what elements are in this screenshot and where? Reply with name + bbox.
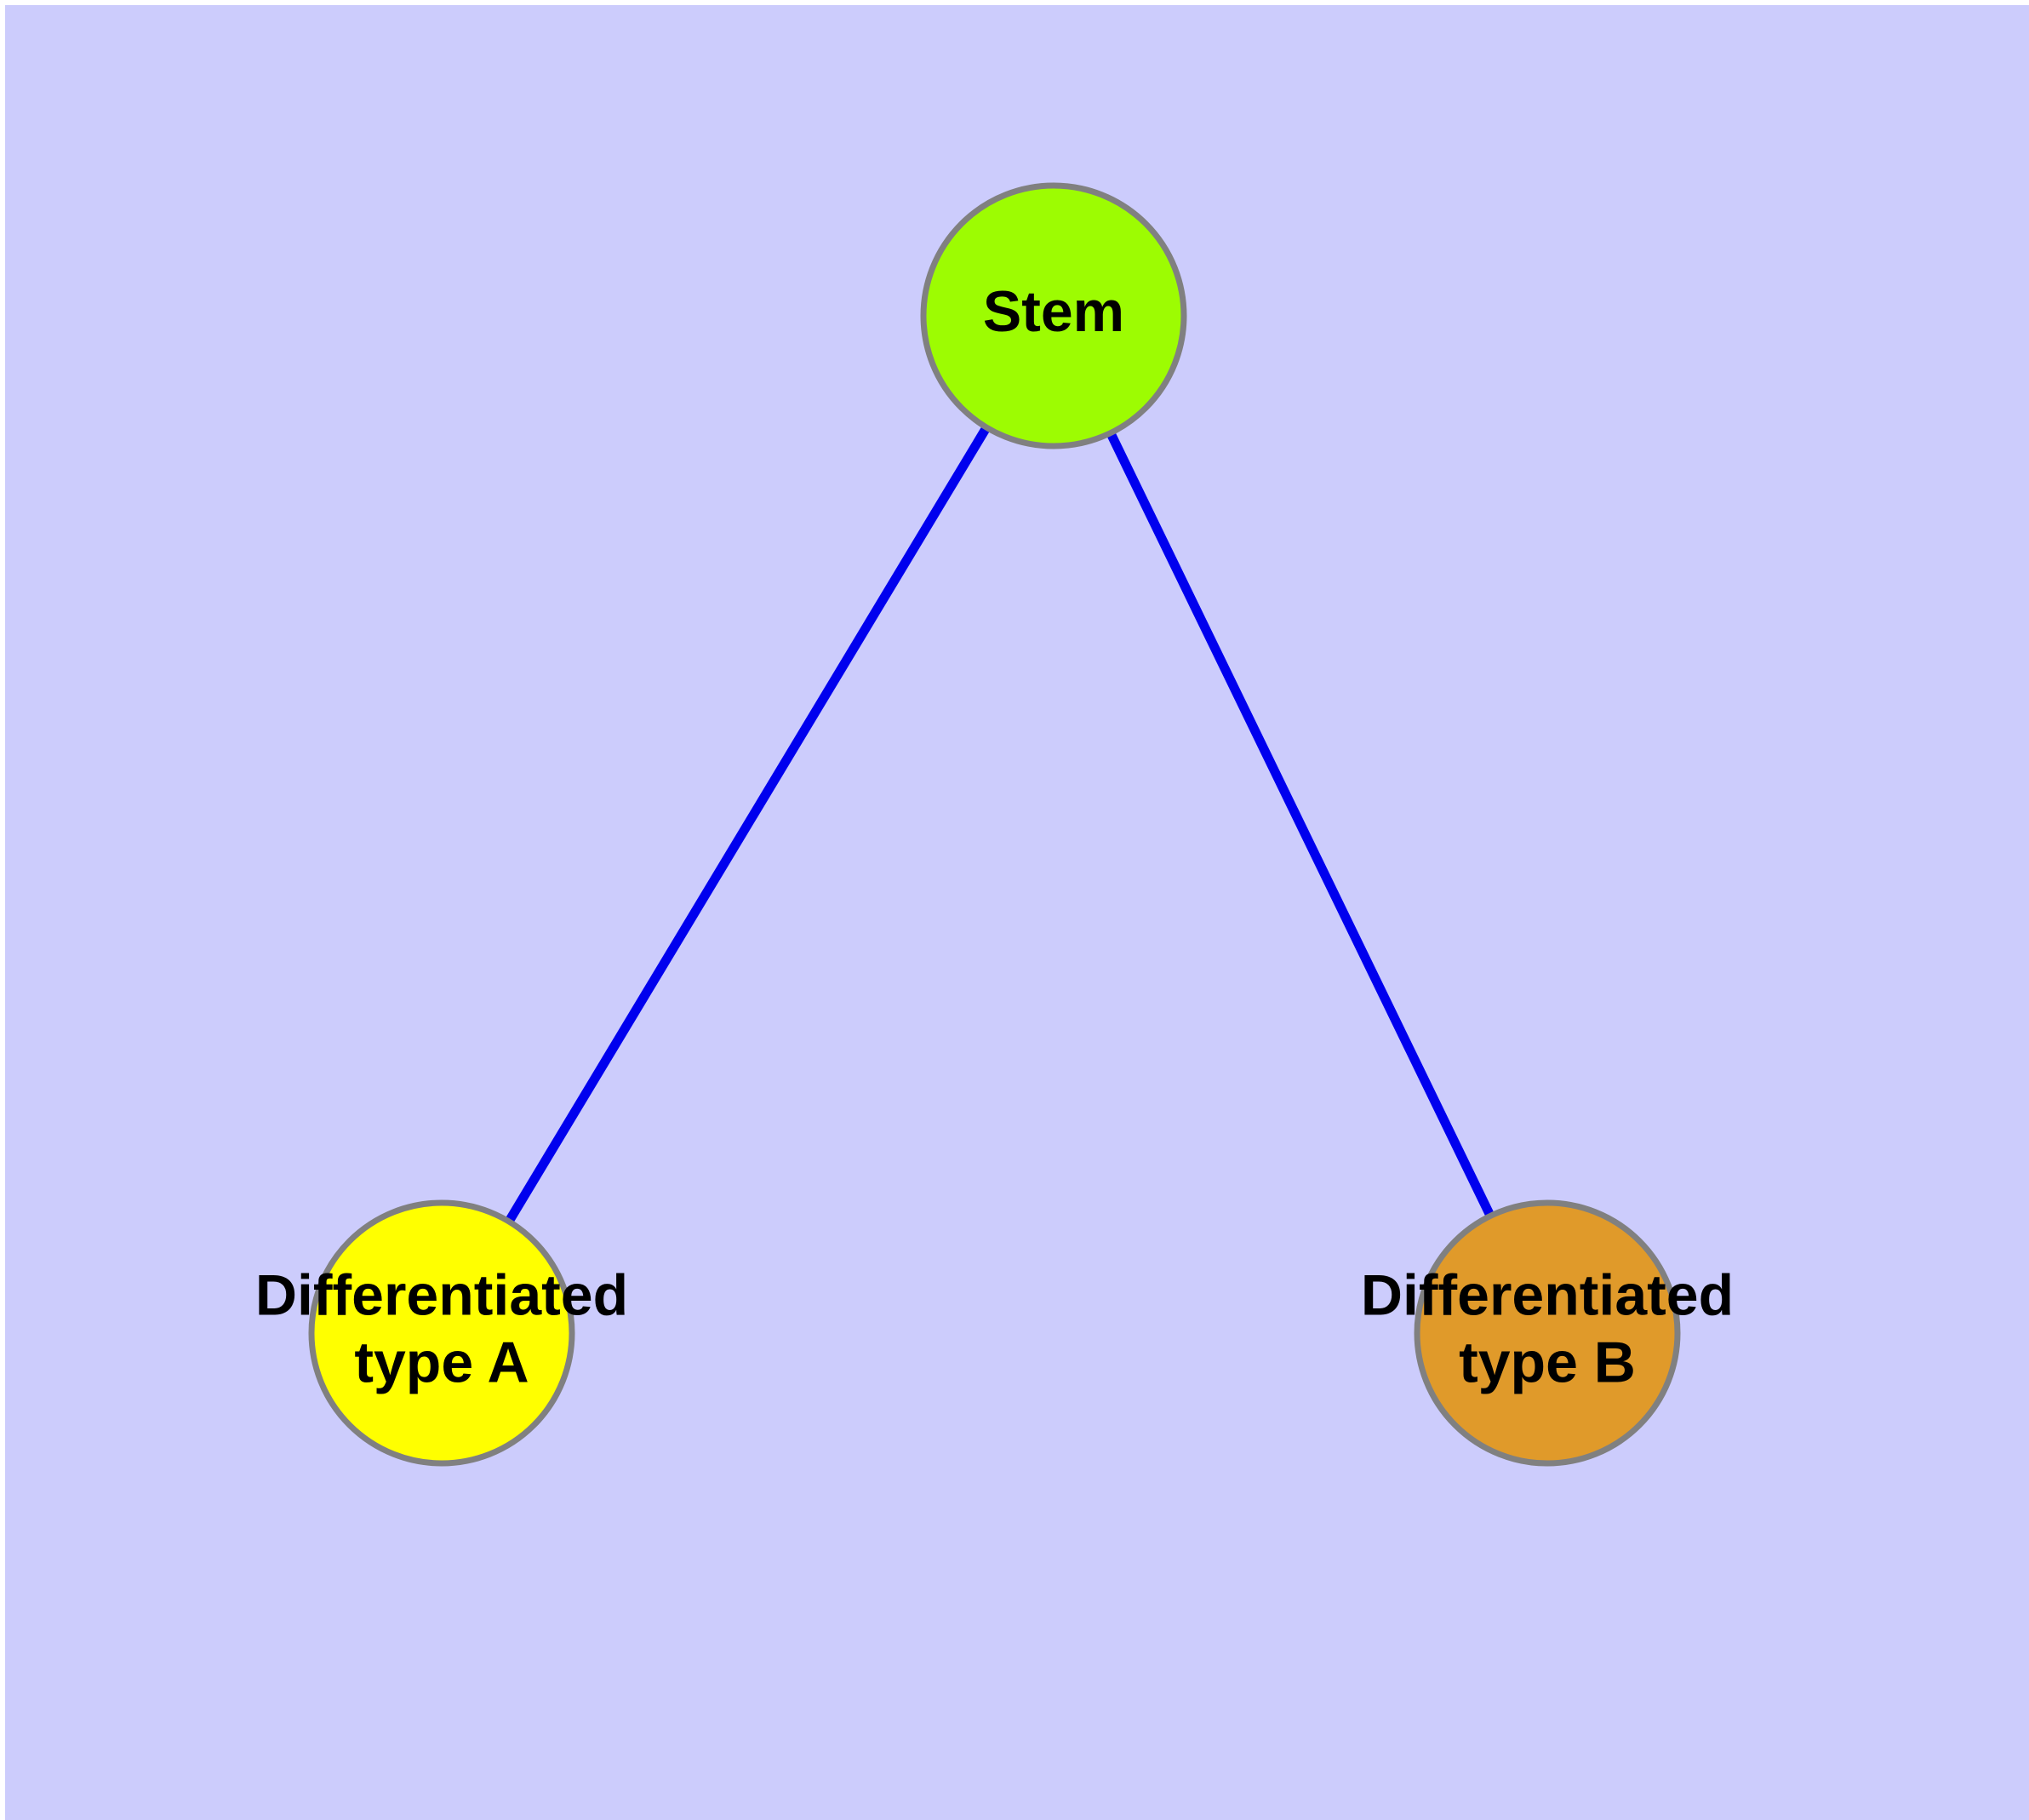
graph-edge-stem-to-diff_b [1106, 431, 1495, 1218]
graph-node-label-line: type B [1459, 1330, 1636, 1394]
nodes-layer [308, 182, 1681, 1467]
graph-node-label-line: type A [354, 1330, 529, 1394]
graph-node-diff_a[interactable] [308, 1199, 575, 1467]
graph-edge-stem-to-diff_a [505, 425, 991, 1224]
graph-node-diff_b[interactable] [1414, 1199, 1681, 1467]
graph-node-label-stem: Stem [983, 279, 1124, 344]
graph-node-label-line: Differentiated [255, 1263, 628, 1328]
graph-node-label-line: Differentiated [1361, 1263, 1734, 1328]
edges-layer [505, 425, 1495, 1224]
graph-node-label-line: Stem [983, 279, 1124, 344]
graph-node-stem[interactable] [920, 182, 1187, 449]
